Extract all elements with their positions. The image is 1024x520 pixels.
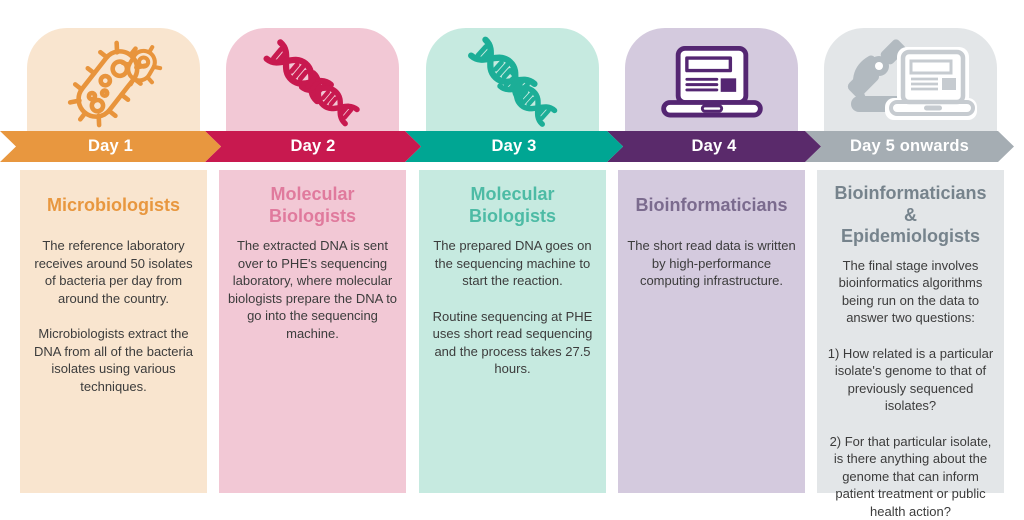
paragraph: The reference laboratory receives around… xyxy=(34,238,193,306)
paragraph: Routine sequencing at PHE uses short rea… xyxy=(432,308,593,377)
description: The prepared DNA goes on the sequencing … xyxy=(419,237,606,378)
description: The short read data is written by high-p… xyxy=(618,237,805,290)
dna-icon xyxy=(262,39,360,127)
day-3-banner: Day 3 xyxy=(405,131,623,162)
text-card-day-5: Bioinformaticians & Epidemiologists The … xyxy=(817,170,1004,519)
paragraph: The short read data is written by high-p… xyxy=(627,238,796,288)
laptop-icon xyxy=(660,45,763,118)
role-title: Bioinformaticians xyxy=(635,194,788,215)
day-label: Day 2 xyxy=(290,137,336,155)
day-1-banner: Day 1 xyxy=(0,131,221,162)
icon-card-day-5 xyxy=(824,28,997,146)
paragraph: Microbiologists extract the DNA from all… xyxy=(34,326,193,394)
paragraph: 2) For that particular isolate, is there… xyxy=(829,433,992,519)
day-5-banner: Day 5 onwards xyxy=(805,131,1014,162)
microscope-laptop-icon xyxy=(847,39,977,120)
day-2-banner: Day 2 xyxy=(205,131,421,162)
text-card-day-4: Bioinformaticians The short read data is… xyxy=(618,170,805,493)
role-title: Molecular Biologists xyxy=(468,184,556,226)
description: The final stage involves bioinformatics … xyxy=(817,257,1004,520)
paragraph: The prepared DNA goes on the sequencing … xyxy=(433,238,592,288)
paragraph: The extracted DNA is sent over to PHE's … xyxy=(227,238,398,341)
icon-card-day-2 xyxy=(226,28,399,146)
column-day-1: Microbiologists The reference laboratory… xyxy=(20,0,207,520)
laptop-part xyxy=(884,47,977,120)
text-card-day-3: Molecular Biologists The prepared DNA go… xyxy=(419,170,606,493)
icon-card-day-1 xyxy=(27,28,200,146)
paragraph: The final stage involves bioinformatics … xyxy=(838,257,983,326)
role-title: Molecular Biologists xyxy=(268,184,356,226)
description: The reference laboratory receives around… xyxy=(20,237,207,395)
column-day-4: Bioinformaticians The short read data is… xyxy=(618,0,805,520)
description: The extracted DNA is sent over to PHE's … xyxy=(219,237,406,342)
day-label: Day 4 xyxy=(691,137,737,155)
column-day-5: Bioinformaticians & Epidemiologists The … xyxy=(817,0,1004,520)
day-label: Day 3 xyxy=(491,137,537,155)
bacteria-icon xyxy=(67,40,162,128)
icon-card-day-3 xyxy=(426,28,599,146)
dna-icon xyxy=(467,36,557,127)
day-label: Day 1 xyxy=(87,137,134,155)
paragraph: 1) How related is a particular isolate's… xyxy=(827,345,994,414)
role-title: Bioinformaticians & Epidemiologists xyxy=(834,183,987,246)
text-card-day-2: Molecular Biologists The extracted DNA i… xyxy=(219,170,406,493)
role-title: Microbiologists xyxy=(46,194,180,215)
icon-card-day-4 xyxy=(625,28,798,146)
column-day-2: Molecular Biologists The extracted DNA i… xyxy=(219,0,406,520)
day-label: Day 5 onwards xyxy=(849,137,970,155)
text-card-day-1: Microbiologists The reference laboratory… xyxy=(20,170,207,493)
day-4-banner: Day 4 xyxy=(607,131,821,162)
column-day-3: Molecular Biologists The prepared DNA go… xyxy=(419,0,606,520)
